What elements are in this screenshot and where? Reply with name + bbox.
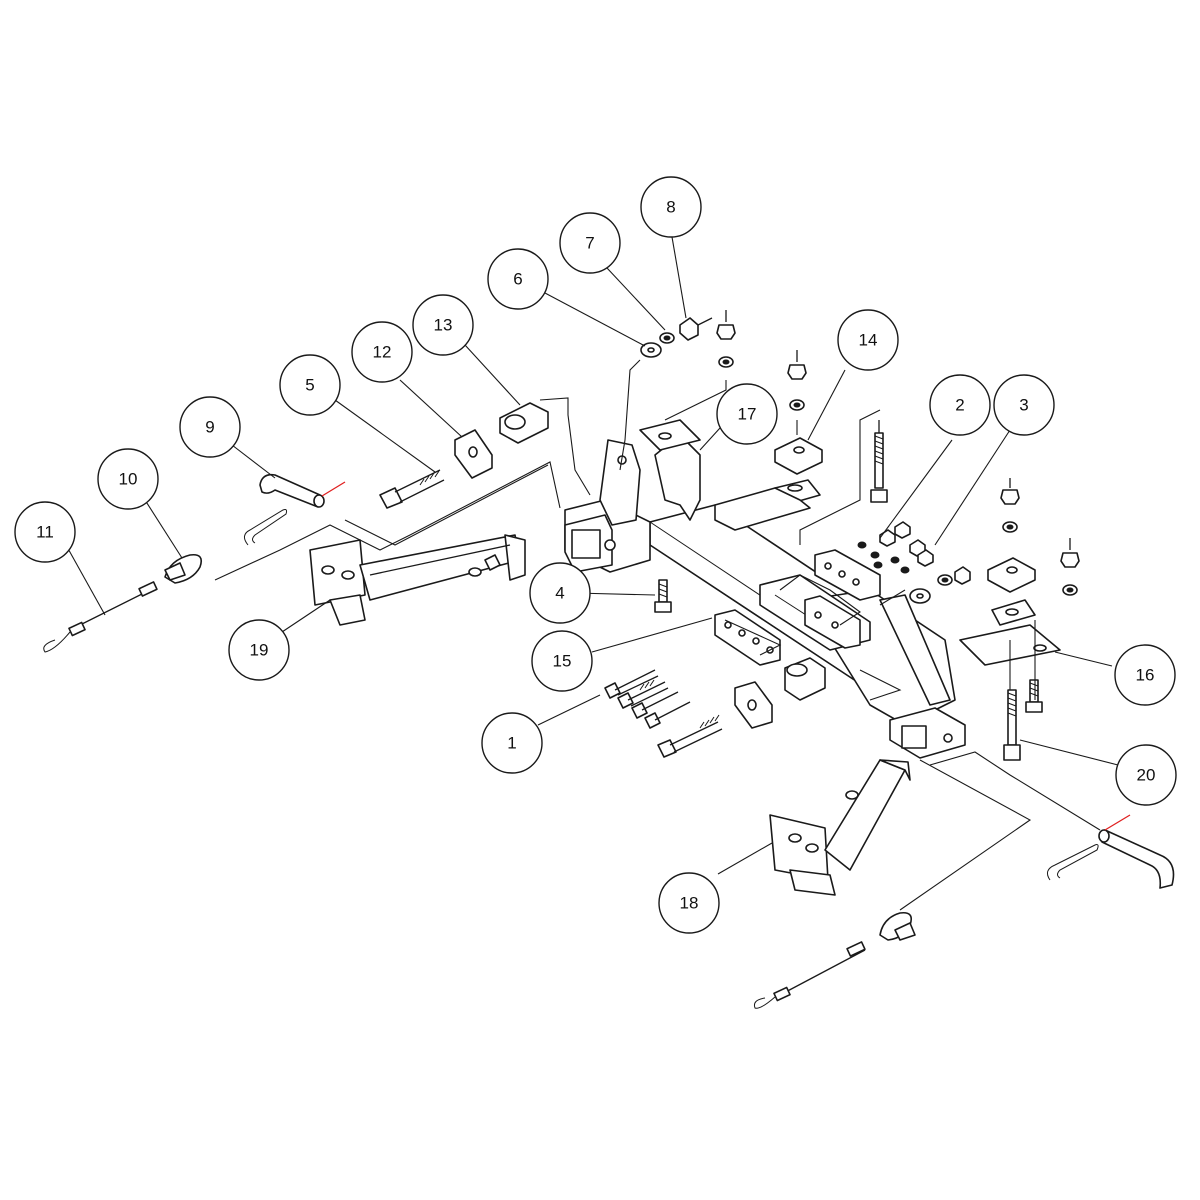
callout-leaders <box>65 236 1119 875</box>
part-1-bolts <box>604 657 826 758</box>
callout-1: 1 <box>481 712 543 774</box>
svg-text:8: 8 <box>666 198 675 217</box>
part-9-pin <box>244 473 346 546</box>
svg-text:1: 1 <box>507 734 516 753</box>
callout-7: 7 <box>559 212 621 274</box>
svg-text:4: 4 <box>555 584 564 603</box>
part-4-bolt <box>654 579 672 613</box>
callout-19: 19 <box>228 619 290 681</box>
callout-4: 4 <box>529 562 591 624</box>
svg-text:9: 9 <box>205 418 214 437</box>
part-14-square-plates <box>774 437 1036 593</box>
svg-text:16: 16 <box>1136 666 1155 685</box>
callout-6: 6 <box>487 248 549 310</box>
callout-13: 13 <box>412 294 474 356</box>
svg-text:20: 20 <box>1137 766 1156 785</box>
parts-6-7-8-hardware <box>640 317 713 358</box>
svg-text:18: 18 <box>680 894 699 913</box>
svg-text:13: 13 <box>434 316 453 335</box>
callout-5: 5 <box>279 354 341 416</box>
svg-text:15: 15 <box>553 652 572 671</box>
svg-text:12: 12 <box>373 343 392 362</box>
lower-pin-and-cable <box>754 814 1175 1009</box>
callouts: 1 2 3 4 5 6 7 8 9 10 11 12 13 14 15 16 1… <box>14 176 1177 934</box>
callout-20: 20 <box>1115 744 1177 806</box>
parts-2-3-washers-nuts <box>857 521 971 604</box>
svg-text:14: 14 <box>859 331 878 350</box>
parts-5-12-13 <box>379 402 549 509</box>
callout-14: 14 <box>837 309 899 371</box>
svg-text:19: 19 <box>250 641 269 660</box>
svg-text:2: 2 <box>955 396 964 415</box>
callout-10: 10 <box>97 448 159 510</box>
nut-stacks <box>716 310 1080 596</box>
callout-17: 17 <box>716 383 778 445</box>
svg-text:17: 17 <box>738 405 757 424</box>
part-15-side-plates <box>714 549 881 666</box>
svg-text:6: 6 <box>513 270 522 289</box>
vertical-bolts <box>870 420 1043 761</box>
callout-2: 2 <box>929 374 991 436</box>
svg-text:10: 10 <box>119 470 138 489</box>
callout-15: 15 <box>531 630 593 692</box>
svg-text:5: 5 <box>305 376 314 395</box>
callout-18: 18 <box>658 872 720 934</box>
callout-9: 9 <box>179 396 241 458</box>
callout-16: 16 <box>1114 644 1176 706</box>
part-18-receiver <box>769 759 911 896</box>
svg-text:3: 3 <box>1019 396 1028 415</box>
callout-3: 3 <box>993 374 1055 436</box>
svg-text:11: 11 <box>36 523 54 542</box>
callout-8: 8 <box>640 176 702 238</box>
assembly-path-lines <box>214 359 1101 911</box>
callout-11: 11 <box>14 501 76 563</box>
part-19-receiver <box>309 534 526 626</box>
callout-12: 12 <box>351 321 413 383</box>
parts-10-11-cable <box>43 553 203 653</box>
svg-text:7: 7 <box>585 234 594 253</box>
